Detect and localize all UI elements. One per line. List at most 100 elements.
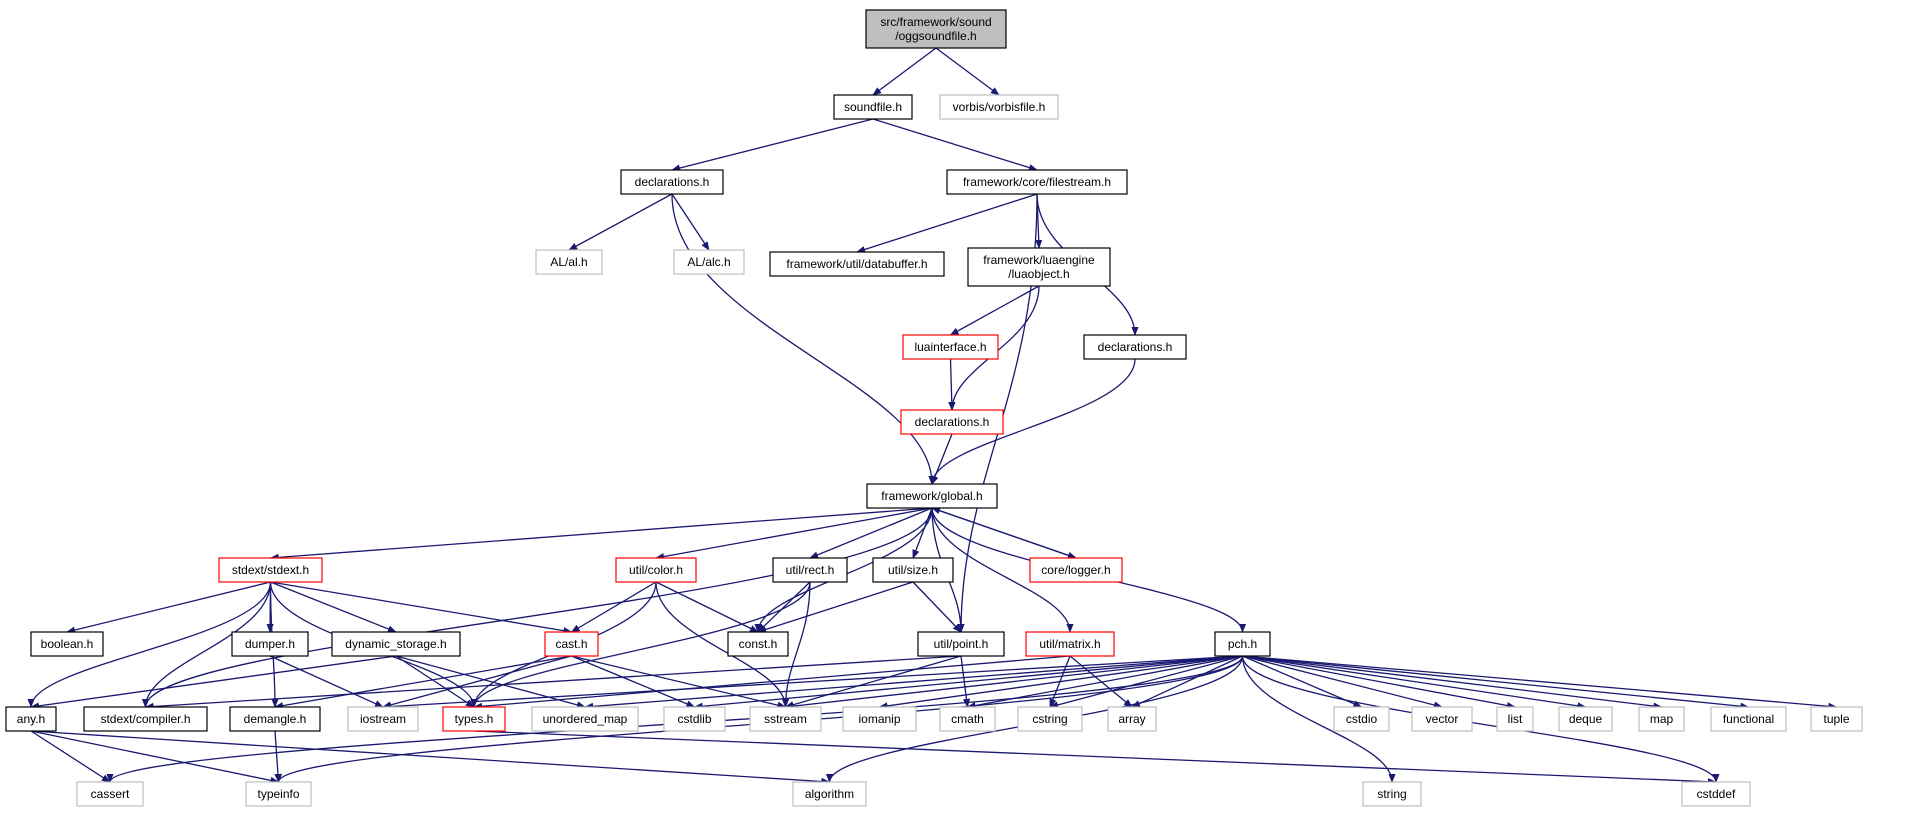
node-size[interactable]: util/size.h (872, 557, 954, 583)
node-vector[interactable]: vector (1411, 706, 1473, 732)
node-typeinfo[interactable]: typeinfo (245, 781, 312, 807)
node-box (30, 631, 104, 657)
edge-luaobject-to-luainterface (949, 285, 1040, 336)
node-label: src/framework/sound (880, 15, 991, 29)
node-box (769, 251, 945, 277)
node-deque[interactable]: deque (1558, 706, 1613, 732)
node-label: algorithm (805, 787, 854, 801)
edge-cast-to-iostream (382, 655, 572, 709)
node-label: demangle.h (244, 712, 307, 726)
node-cstdio[interactable]: cstdio (1333, 706, 1390, 732)
node-rect[interactable]: util/rect.h (772, 557, 848, 583)
node-array[interactable]: array (1107, 706, 1157, 732)
node-box (218, 557, 323, 583)
edge-global-to-matrix (931, 507, 1074, 633)
node-declarations2[interactable]: declarations.h (1083, 334, 1187, 360)
edge-pch-to-unordered-map (584, 655, 1243, 710)
node-cstdlib[interactable]: cstdlib (663, 706, 726, 732)
node-databuffer[interactable]: framework/util/databuffer.h (769, 251, 945, 277)
node-label: util/matrix.h (1039, 637, 1100, 651)
node-label: cassert (91, 787, 130, 801)
node-list[interactable]: list (1496, 706, 1534, 732)
edge-global-to-stdext (269, 507, 933, 561)
edge-dynstorage-to-types (395, 655, 475, 708)
node-map[interactable]: map (1638, 706, 1685, 732)
node-const[interactable]: const.h (727, 631, 789, 657)
node-soundfile[interactable]: soundfile.h (833, 94, 913, 120)
node-functional[interactable]: functional (1710, 706, 1787, 732)
node-compiler[interactable]: stdext/compiler.h (83, 706, 208, 732)
node-types[interactable]: types.h (442, 706, 506, 732)
node-luainterface[interactable]: luainterface.h (902, 334, 999, 360)
edge-color-to-cast (570, 581, 657, 633)
node-declarations3[interactable]: declarations.h (900, 409, 1004, 435)
node-unordered-map[interactable]: unordered_map (531, 706, 639, 732)
node-label: declarations.h (1098, 340, 1173, 354)
node-box (535, 249, 603, 275)
edge-pch-to-cstdlib (693, 655, 1243, 710)
node-string[interactable]: string (1362, 781, 1422, 807)
node-algorithm[interactable]: algorithm (792, 781, 867, 807)
node-label: pch.h (1228, 637, 1257, 651)
edge-pch-to-string (1241, 655, 1396, 783)
node-label: AL/al.h (550, 255, 587, 269)
node-iomanip[interactable]: iomanip (842, 706, 917, 732)
node-box (1029, 557, 1123, 583)
node-label: util/point.h (934, 637, 989, 651)
node-dumper[interactable]: dumper.h (231, 631, 309, 657)
node-boolean[interactable]: boolean.h (30, 631, 104, 657)
node-cmath[interactable]: cmath (939, 706, 996, 732)
node-label: string (1377, 787, 1406, 801)
edge-stdext-to-any (27, 581, 272, 708)
node-cstring[interactable]: cstring (1017, 706, 1083, 732)
node-logger[interactable]: core/logger.h (1029, 557, 1123, 583)
node-point[interactable]: util/point.h (917, 631, 1005, 657)
node-vorbisfile[interactable]: vorbis/vorbisfile.h (939, 94, 1059, 120)
node-any[interactable]: any.h (5, 706, 57, 732)
node-box (872, 557, 954, 583)
edge-stdext-to-cast (270, 581, 573, 635)
edge-soundfile-to-filestream (872, 118, 1038, 172)
node-pch[interactable]: pch.h (1214, 631, 1271, 657)
node-label: framework/global.h (881, 489, 982, 503)
node-box (1017, 706, 1083, 732)
node-box (615, 557, 697, 583)
edge-global-to-rect (809, 507, 933, 559)
node-label: const.h (739, 637, 778, 651)
node-cassert[interactable]: cassert (76, 781, 144, 807)
node-cstddef[interactable]: cstddef (1681, 781, 1751, 807)
node-iostream[interactable]: iostream (347, 706, 419, 732)
node-filestream[interactable]: framework/core/filestream.h (946, 169, 1128, 195)
node-stdext[interactable]: stdext/stdext.h (218, 557, 323, 583)
node-box (1558, 706, 1613, 732)
node-sstream[interactable]: sstream (749, 706, 822, 732)
edge-any-to-cassert (30, 730, 111, 783)
node-label: iomanip (858, 712, 900, 726)
edge-global-to-size (912, 507, 933, 559)
node-label: framework/core/filestream.h (963, 175, 1111, 189)
node-demangle[interactable]: demangle.h (229, 706, 321, 732)
node-label: util/size.h (888, 563, 938, 577)
edge-size-to-point (912, 581, 962, 633)
node-matrix[interactable]: util/matrix.h (1025, 631, 1115, 657)
edge-pch-to-vector (1242, 655, 1443, 709)
edge-rect-to-const (757, 581, 811, 633)
node-box (727, 631, 789, 657)
node-label: soundfile.h (844, 100, 902, 114)
node-alc[interactable]: AL/alc.h (673, 249, 745, 275)
node-box (1025, 631, 1115, 657)
node-al[interactable]: AL/al.h (535, 249, 603, 275)
node-box (76, 781, 144, 807)
node-color[interactable]: util/color.h (615, 557, 697, 583)
edge-pch-to-cstring (1049, 655, 1243, 709)
node-luaobject[interactable]: framework/luaengine/luaobject.h (967, 247, 1111, 287)
node-label: stdext/compiler.h (100, 712, 190, 726)
node-dynstorage[interactable]: dynamic_storage.h (331, 631, 461, 657)
node-box (1496, 706, 1534, 732)
node-global[interactable]: framework/global.h (866, 483, 998, 509)
node-label: framework/luaengine (983, 253, 1095, 267)
node-tuple[interactable]: tuple (1810, 706, 1863, 732)
node-cast[interactable]: cast.h (544, 631, 599, 657)
node-declarations1[interactable]: declarations.h (620, 169, 724, 195)
node-root[interactable]: src/framework/sound/oggsoundfile.h (865, 9, 1007, 49)
